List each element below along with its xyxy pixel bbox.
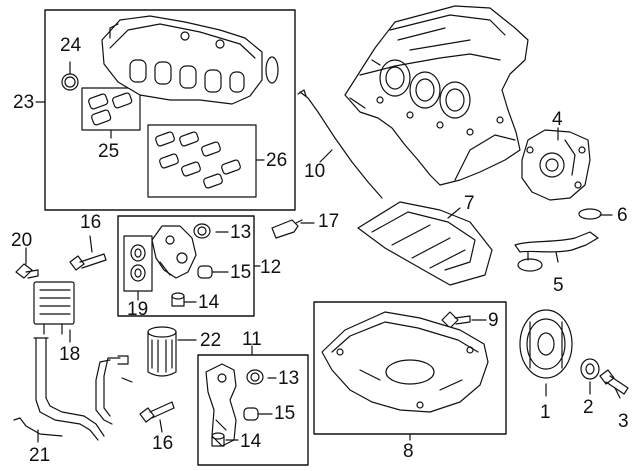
- dipstick-tube: [297, 89, 383, 199]
- damper-washer: [580, 358, 600, 380]
- adapter-seal: [246, 369, 264, 385]
- callout-19: 19: [127, 299, 149, 320]
- callout-3: 3: [618, 411, 629, 432]
- callout-12: 12: [260, 257, 282, 278]
- manifold-cap: [61, 73, 79, 91]
- callout-15: 15: [274, 403, 296, 424]
- mounting-bolt: [139, 401, 175, 423]
- gasket-group-25-box: [81, 87, 141, 131]
- callout-18: 18: [59, 344, 81, 365]
- windage-tray: [357, 201, 493, 286]
- cooler-bolt: [15, 263, 39, 279]
- adapter-plug: [243, 407, 259, 421]
- oil-pickup-tube: [514, 231, 599, 272]
- callout-7: 7: [464, 193, 475, 214]
- callout-22: 22: [200, 330, 222, 351]
- upper-intake-manifold: [101, 15, 279, 105]
- oil-pump: [521, 129, 591, 201]
- callout-26: 26: [266, 150, 288, 171]
- intake-gasket-set: [155, 131, 241, 189]
- seal-group-19-box: [123, 235, 153, 292]
- oil-filter: [147, 326, 177, 377]
- callout-14: 14: [240, 431, 262, 452]
- adapter-seal: [193, 223, 211, 239]
- callout-15: 15: [230, 262, 252, 283]
- intake-manifold-group-box: [44, 9, 296, 211]
- adapter-fitting: [211, 432, 225, 447]
- callout-8: 8: [403, 441, 414, 462]
- adapter-group-11-box: [197, 354, 309, 466]
- callout-24: 24: [60, 35, 82, 56]
- crankshaft-damper: [519, 309, 573, 379]
- callout-6: 6: [617, 205, 628, 226]
- callout-13: 13: [278, 368, 300, 389]
- gasket-group-26-box: [147, 124, 257, 198]
- oil-pressure-sensor: [271, 219, 303, 239]
- callout-25: 25: [98, 141, 120, 162]
- leader-lines: [25, 61, 621, 443]
- engine-block: [344, 5, 529, 186]
- damper-bolt: [599, 369, 629, 395]
- callout-11: 11: [242, 329, 262, 350]
- callout-16: 16: [80, 212, 102, 233]
- oil-pan-bolt: [441, 311, 471, 329]
- callout-23: 23: [13, 92, 35, 113]
- callout-5: 5: [553, 275, 564, 296]
- adapter-fitting: [171, 292, 185, 307]
- oil-filter-adapter-lower: [205, 363, 237, 447]
- callout-4: 4: [552, 109, 563, 130]
- manifold-gasket-set: [88, 92, 133, 126]
- cooler-lines: [13, 337, 133, 441]
- callout-9: 9: [488, 310, 499, 331]
- callout-20: 20: [11, 230, 33, 251]
- callout-13: 13: [230, 222, 252, 243]
- callout-16: 16: [152, 433, 174, 454]
- oil-pump-seal: [578, 208, 602, 220]
- adapter-plug: [197, 265, 213, 279]
- callout-21: 21: [29, 445, 51, 466]
- oil-pan: [321, 311, 489, 413]
- callout-1: 1: [540, 402, 551, 423]
- callout-2: 2: [583, 397, 594, 418]
- oil-filter-adapter-upper: [151, 225, 197, 279]
- callout-17: 17: [318, 211, 340, 232]
- oil-cooler: [33, 281, 75, 335]
- callout-14: 14: [198, 292, 220, 313]
- mounting-bolt: [69, 253, 107, 271]
- adapter-gasket-set: [130, 244, 146, 282]
- callout-10: 10: [304, 161, 326, 182]
